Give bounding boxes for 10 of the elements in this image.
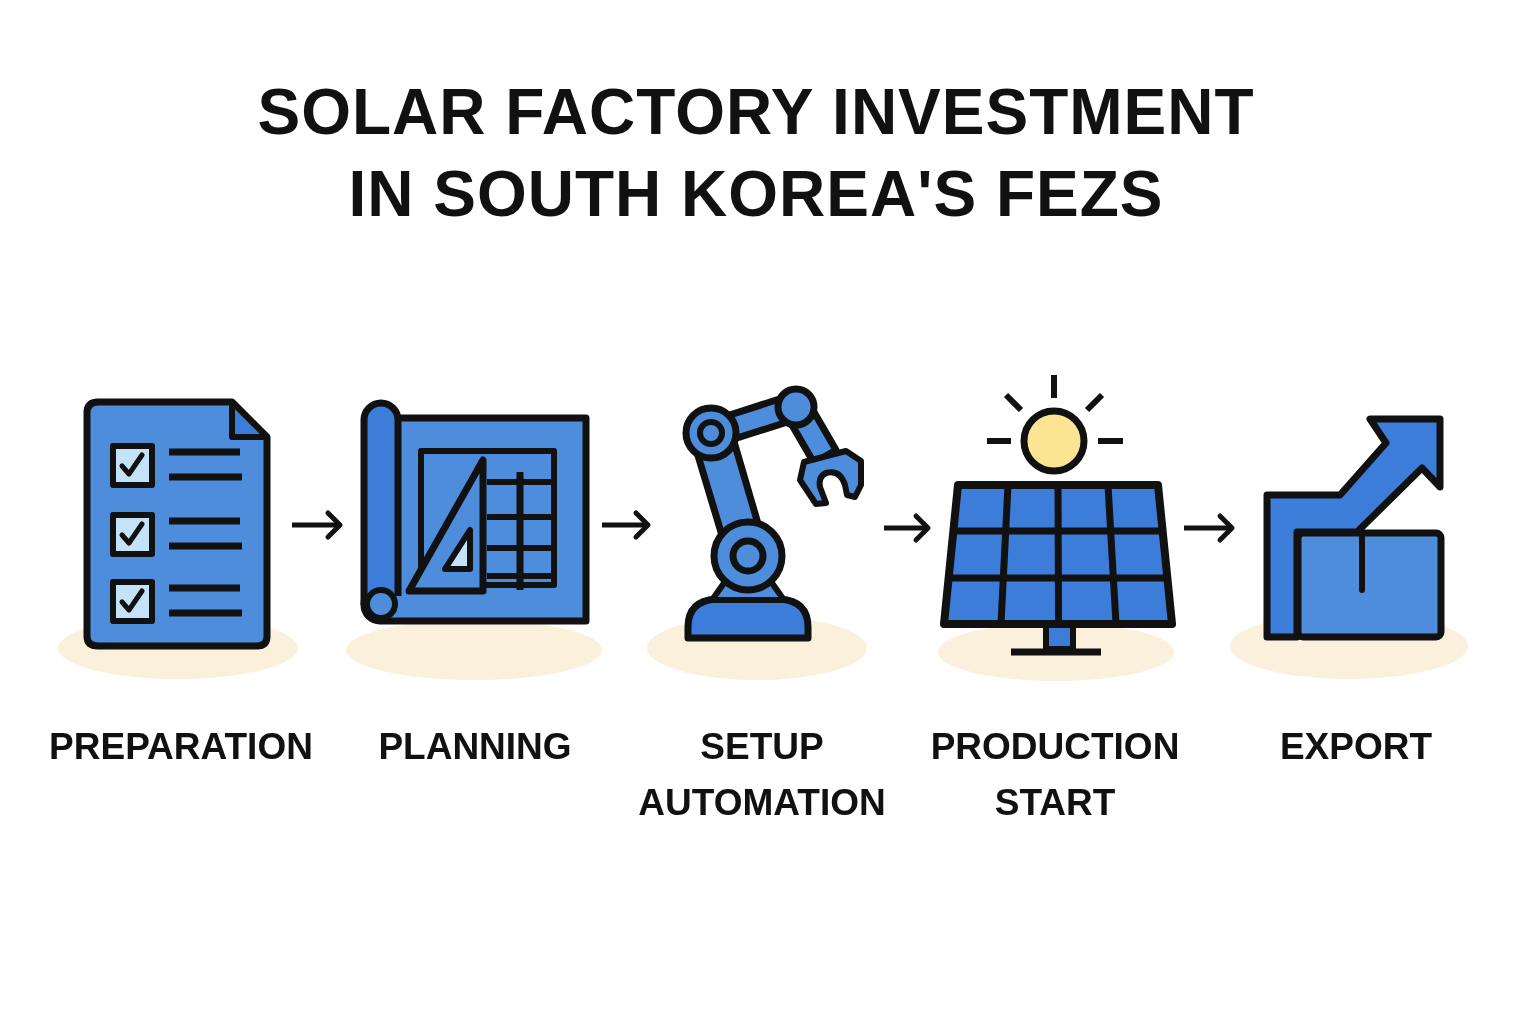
step-label: PLANNING <box>378 725 572 769</box>
arrow <box>1184 513 1235 543</box>
arrow <box>292 510 343 540</box>
step-label: PREPARATION <box>49 725 313 769</box>
step-label: EXPORT <box>1279 725 1433 769</box>
step-label: PRODUCTION START <box>929 725 1181 825</box>
arrow <box>602 510 651 540</box>
step-label: SETUP AUTOMATION <box>637 725 887 825</box>
arrow <box>884 513 931 543</box>
title: SOLAR FACTORY INVESTMENT IN SOUTH KOREA'S FEZS <box>256 75 1256 232</box>
